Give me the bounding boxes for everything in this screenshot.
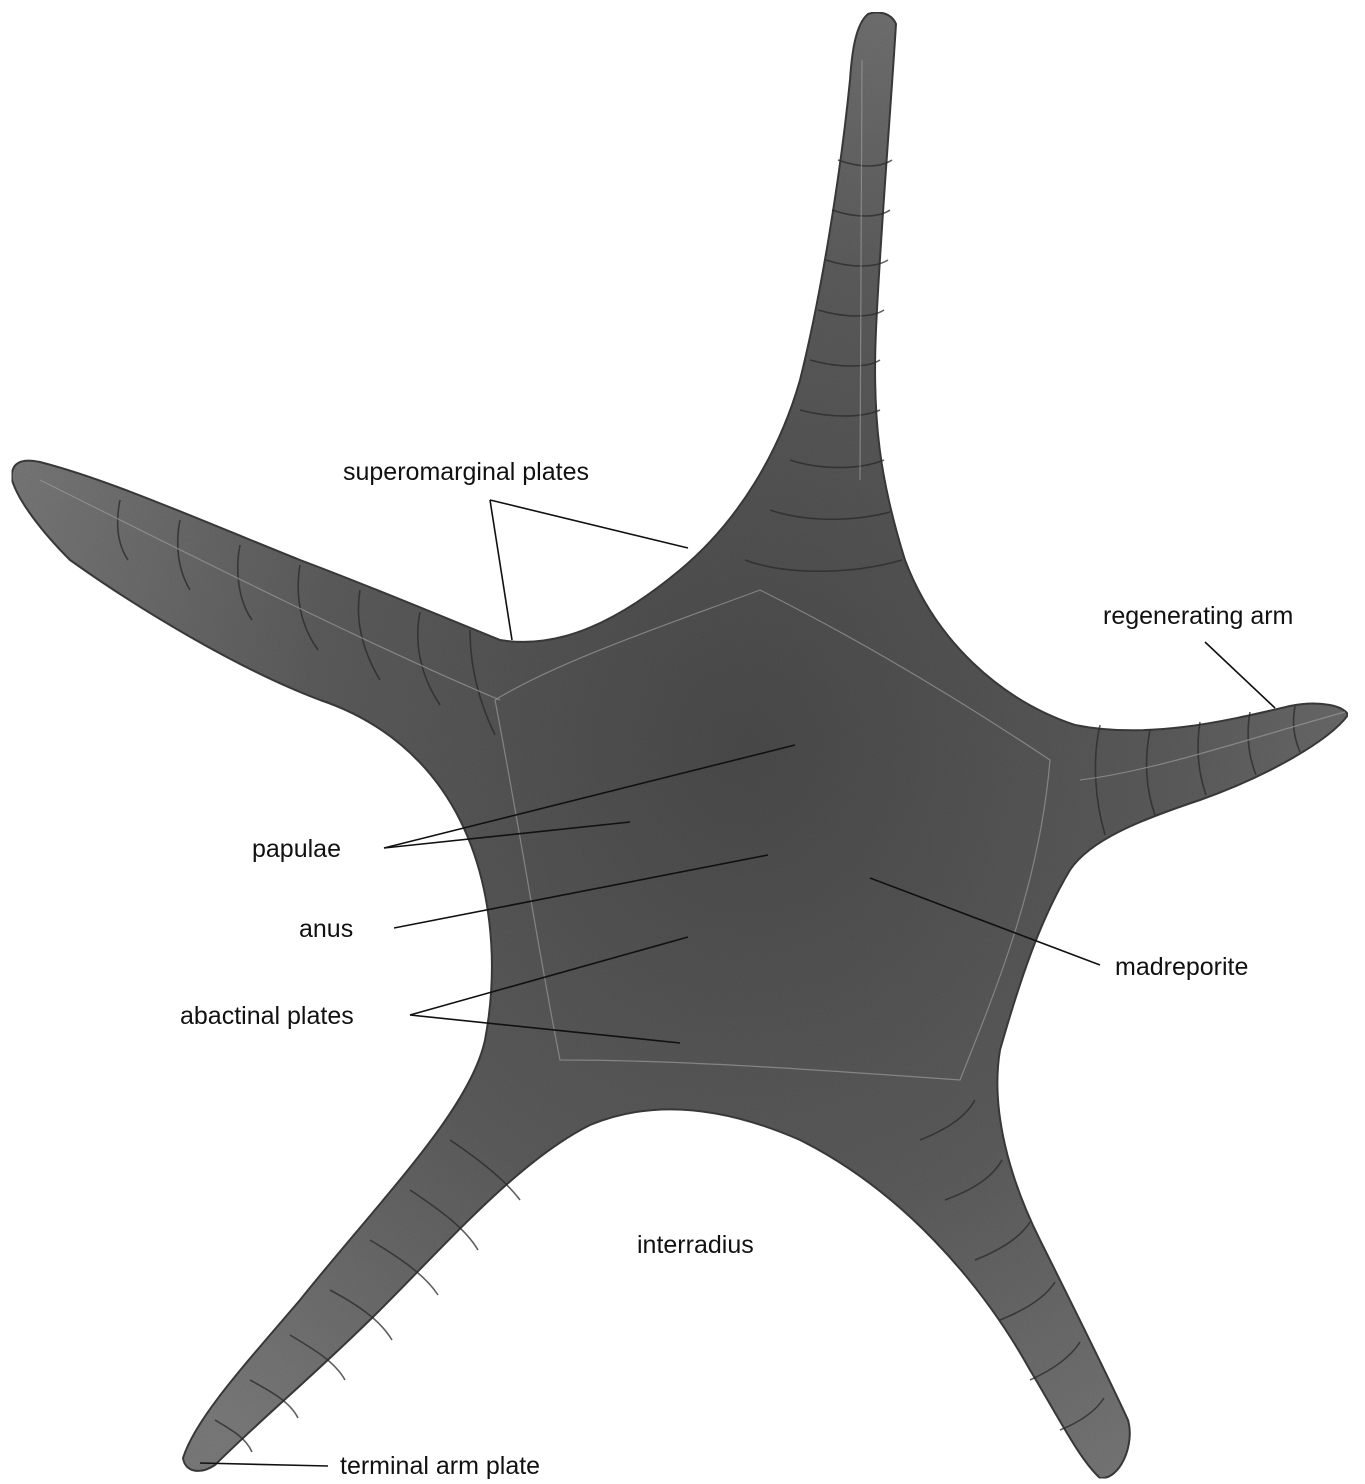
regenerating-leader (1205, 642, 1275, 708)
label-interradius: interradius (637, 1231, 754, 1259)
label-papulae: papulae (252, 835, 341, 863)
label-terminal-arm-plate: terminal arm plate (340, 1452, 540, 1480)
superomarginal-leader-1 (490, 500, 512, 640)
label-anus: anus (299, 915, 353, 943)
superomarginal-leader-2 (490, 500, 688, 548)
label-regenerating-arm: regenerating arm (1103, 602, 1293, 630)
label-superomarginal-plates: superomarginal plates (343, 458, 589, 486)
terminal-leader (200, 1463, 328, 1466)
label-abactinal-plates: abactinal plates (180, 1002, 354, 1030)
label-madreporite: madreporite (1115, 953, 1248, 981)
